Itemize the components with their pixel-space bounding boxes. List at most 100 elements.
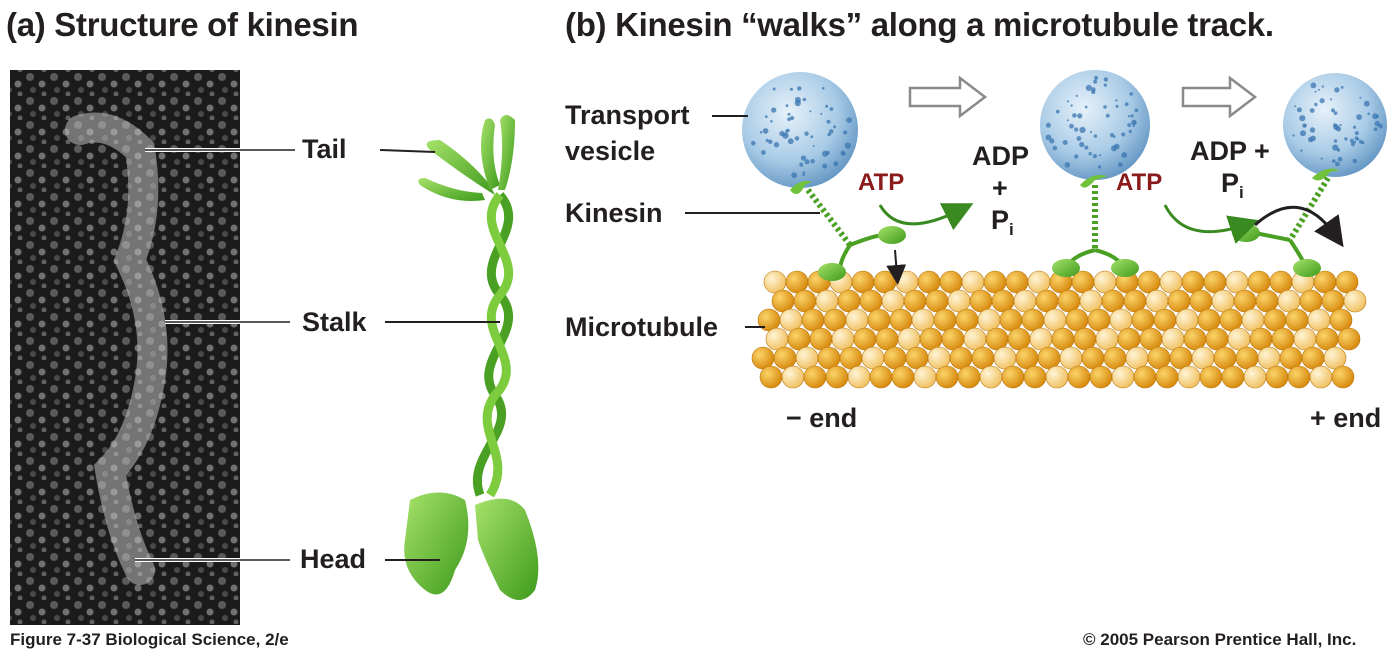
vesicle-speckle — [787, 112, 791, 116]
tubulin-bead — [779, 308, 803, 332]
vesicle-speckle — [1085, 84, 1092, 91]
vesicle-speckle — [846, 117, 852, 123]
vesicle-speckle — [1045, 134, 1052, 141]
vesicle-speckle — [810, 159, 815, 164]
vesicle-speckle — [1092, 154, 1097, 159]
tubulin-bead — [1153, 308, 1177, 332]
vesicle-speckle — [821, 87, 825, 90]
tubulin-bead — [1095, 327, 1119, 351]
vesicle-speckle — [1314, 102, 1318, 107]
vesicle-speckle — [1093, 134, 1098, 138]
adp-label-2: ADP + — [1190, 136, 1270, 166]
tubulin-bead — [1155, 365, 1179, 389]
tubulin-bead — [1203, 270, 1227, 294]
vesicle-speckle — [1121, 152, 1128, 158]
pi-label-1: Pi — [991, 207, 1014, 239]
vesicle-speckle — [1319, 98, 1325, 104]
tubulin-bead — [1337, 327, 1361, 351]
tubulin-bead — [1079, 289, 1103, 313]
tubulin-bead — [837, 289, 861, 313]
tubulin-bead — [1123, 289, 1147, 313]
vesicle-speckle — [771, 107, 777, 113]
vesicle-speckle — [1118, 162, 1123, 168]
vesicle-speckle — [764, 115, 768, 118]
vesicle-speckle — [1093, 79, 1098, 84]
tubulin-bead — [1313, 270, 1337, 294]
tubulin-bead — [851, 270, 875, 294]
pi-symbol-2: P — [1221, 168, 1240, 198]
tubulin-bead — [1249, 327, 1273, 351]
vesicle-speckle — [844, 142, 852, 149]
kinesin-illustration — [404, 115, 539, 600]
vesicle-speckle — [768, 139, 773, 144]
tubulin-bead — [1169, 346, 1193, 370]
vesicle-speckle — [1339, 123, 1342, 127]
tail-label: Tail — [302, 134, 347, 164]
tubulin-bead — [1307, 308, 1331, 332]
tubulin-bead — [809, 327, 833, 351]
tubulin-bead — [1037, 346, 1061, 370]
vesicle-speckle — [1128, 129, 1132, 134]
tubulin-bead — [759, 365, 783, 389]
vesicle-speckle — [1066, 100, 1069, 103]
vesicle-speckle — [1074, 154, 1079, 159]
tubulin-bead — [911, 308, 935, 332]
tubulin-bead — [947, 289, 971, 313]
tubulin-bead — [1263, 308, 1287, 332]
tubulin-bead — [1139, 327, 1163, 351]
vesicle-speckle — [1097, 165, 1102, 169]
tubulin-bead — [861, 346, 885, 370]
minus-end-label: − end — [786, 403, 858, 433]
vesicle-speckle — [1350, 138, 1354, 143]
tubulin-bead — [939, 270, 963, 294]
tubulin-bead — [839, 346, 863, 370]
tubulin-bead — [1089, 365, 1113, 389]
tubulin-bead — [1175, 308, 1199, 332]
step-arrow-1 — [908, 75, 988, 119]
vesicle-speckle — [1111, 145, 1117, 152]
vesicle-speckle — [1133, 121, 1136, 124]
tubulin-bead — [949, 346, 973, 370]
vesicle-speckle — [1333, 123, 1337, 128]
tubulin-bead — [763, 270, 787, 294]
vesicle-speckle — [799, 162, 804, 167]
tubulin-bead — [873, 270, 897, 294]
vesicle-speckle — [1331, 159, 1336, 164]
vesicle-speckle — [779, 130, 785, 137]
vesicle-speckle — [804, 131, 809, 136]
tubulin-bead — [817, 346, 841, 370]
vesicle-speckle — [829, 107, 834, 111]
tubulin-bead — [771, 289, 795, 313]
tubulin-bead — [889, 308, 913, 332]
vesicle-speckle — [787, 117, 791, 122]
tubulin-bead — [1211, 289, 1235, 313]
vesicle-speckle — [1069, 123, 1074, 129]
vesicle-speckle — [1352, 158, 1358, 164]
tubulin-bead — [1323, 346, 1347, 370]
vesicle-speckle — [1344, 137, 1348, 141]
tubulin-bead — [795, 346, 819, 370]
tubulin-bead — [1205, 327, 1229, 351]
stalk-label: Stalk — [302, 307, 367, 337]
vesicle-speckle — [1352, 125, 1357, 129]
tubulin-bead — [1329, 308, 1353, 332]
tubulin-bead — [999, 308, 1023, 332]
tubulin-bead — [1213, 346, 1237, 370]
vesicle-speckle — [828, 129, 834, 134]
tubulin-bead — [957, 365, 981, 389]
vesicle-speckle — [1356, 138, 1360, 141]
tubulin-bead — [1001, 365, 1025, 389]
tubulin-bead — [1343, 289, 1367, 313]
tubulin-bead — [925, 289, 949, 313]
tubulin-bead — [793, 289, 817, 313]
pi-subscript-1: i — [1009, 220, 1014, 239]
tubulin-bead — [977, 308, 1001, 332]
tubulin-bead — [1233, 289, 1257, 313]
tubulin-bead — [1161, 327, 1185, 351]
vesicle-speckle — [1292, 134, 1295, 137]
atp-label-1: ATP — [858, 169, 905, 196]
vesicle-speckle — [826, 119, 831, 124]
atp-reaction-arrow-1 — [878, 203, 974, 231]
tubulin-bead — [1235, 346, 1259, 370]
vesicle-speckle — [1299, 115, 1306, 122]
